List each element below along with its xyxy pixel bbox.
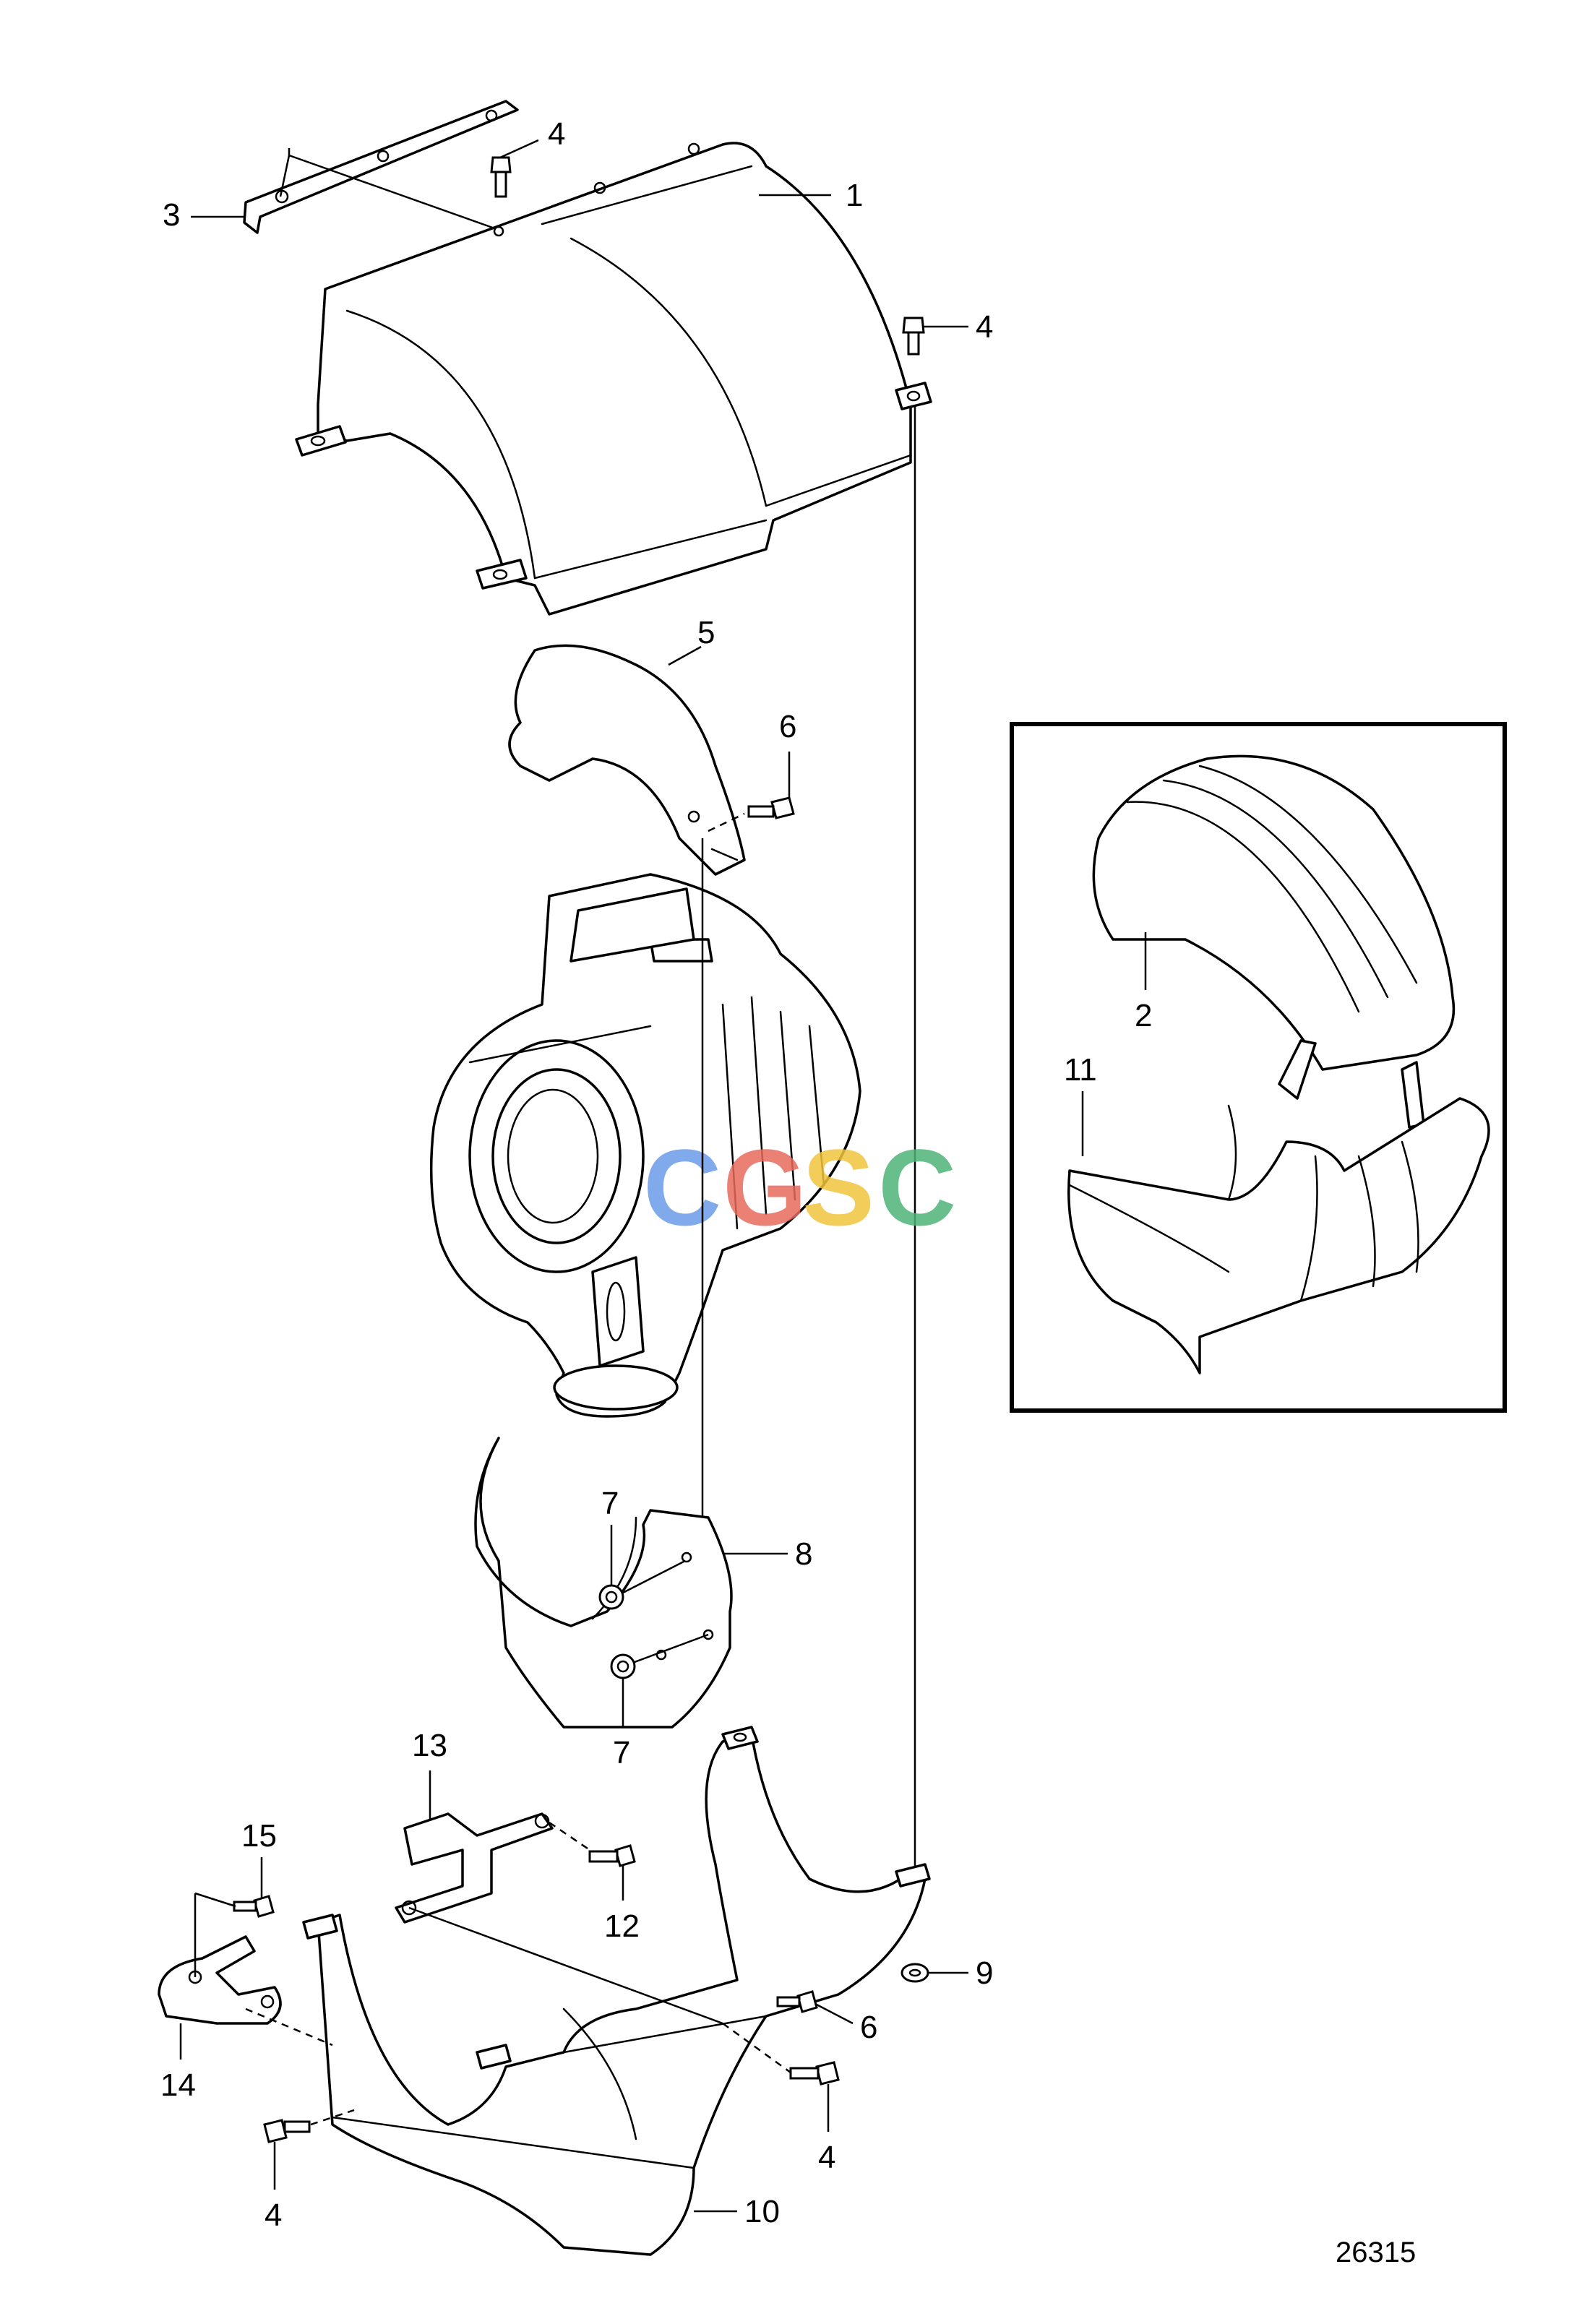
- callout-13: 13: [412, 1728, 447, 1763]
- mounting-bracket-part-3: [243, 100, 519, 234]
- callout-14: 14: [160, 2067, 196, 2103]
- svg-text:C: C: [643, 1127, 721, 1248]
- callout-leaders: [179, 139, 1147, 2213]
- bolt-icon: [776, 1990, 818, 2013]
- callout-7-bottom: 7: [613, 1735, 630, 1770]
- lower-shield-plate-part-8: [474, 1437, 733, 1729]
- callout-2: 2: [1135, 998, 1152, 1033]
- callout-6-top: 6: [779, 709, 796, 744]
- bolt-icon: [789, 2061, 840, 2086]
- bolt-icon: [490, 156, 512, 198]
- lower-heat-shield-part-10: [302, 1726, 931, 2256]
- svg-text:S: S: [802, 1127, 874, 1248]
- bolt-icon: [902, 317, 925, 356]
- callout-4-lower-right: 4: [818, 2140, 835, 2175]
- callout-12: 12: [604, 1908, 640, 1944]
- shield-plate-part-5: [508, 644, 746, 876]
- strap-part-14: [158, 1935, 282, 2025]
- callout-7-top: 7: [601, 1486, 619, 1521]
- inset-detail-view: [1010, 722, 1507, 1413]
- callout-labels: 1 2 3 4 4 5 6 7 7 8 9 10 11 12 13 14 15 …: [160, 116, 1152, 2233]
- bolt-icon: [233, 1895, 275, 1918]
- callout-3: 3: [163, 197, 180, 233]
- callout-9: 9: [976, 1955, 993, 1991]
- svg-text:C: C: [878, 1127, 956, 1248]
- callout-8: 8: [795, 1536, 812, 1572]
- callout-1: 1: [846, 178, 863, 213]
- nut-icon: [610, 1653, 636, 1679]
- callout-15: 15: [241, 1818, 277, 1854]
- callout-4-right: 4: [976, 309, 993, 345]
- nut-icon: [598, 1584, 624, 1610]
- watermark-logo: C G S C: [643, 1127, 956, 1248]
- upper-heat-shield-part-1: [295, 142, 932, 616]
- callout-4-top: 4: [548, 116, 565, 152]
- callout-4-lower-left: 4: [265, 2198, 282, 2233]
- bolt-icon: [263, 2119, 311, 2143]
- callout-10: 10: [744, 2194, 780, 2229]
- callout-6-bottom: 6: [860, 2010, 877, 2045]
- turbocharger: [429, 873, 861, 1418]
- bolt-icon: [588, 1844, 636, 1867]
- callout-5: 5: [697, 615, 715, 650]
- drawing-number: 26315: [1336, 2237, 1416, 2268]
- bracket-part-13: [395, 1812, 554, 1924]
- nut-icon: [900, 1963, 929, 1983]
- bolt-icon: [747, 796, 795, 819]
- callout-11: 11: [1064, 1052, 1097, 1088]
- svg-text:G: G: [723, 1127, 807, 1248]
